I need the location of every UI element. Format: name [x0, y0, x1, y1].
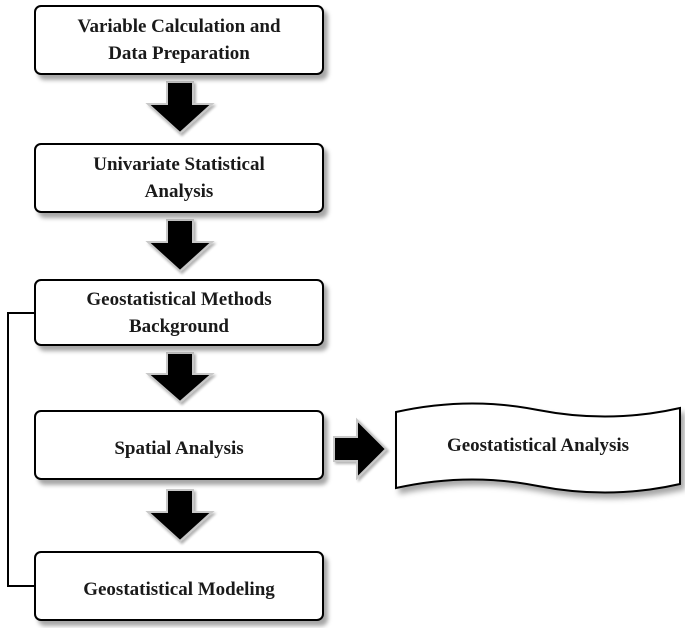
- step-label-line: Spatial Analysis: [114, 437, 244, 459]
- down-arrow-4: [145, 489, 215, 543]
- step-box-univariate-analysis: Univariate Statistical Analysis: [34, 143, 324, 213]
- feedback-connector-line: [7, 312, 34, 587]
- down-arrow-2: [145, 219, 215, 273]
- output-banner-label: Geostatistical Analysis: [446, 435, 630, 456]
- step-box-variable-calculation: Variable Calculation and Data Preparatio…: [34, 5, 324, 75]
- step-box-geostatistical-background: Geostatistical Methods Background: [34, 279, 324, 346]
- step-label-line: Background: [129, 315, 229, 337]
- step-label-line: Geostatistical Methods: [86, 288, 272, 310]
- step-label-line: Geostatistical Modeling: [83, 578, 275, 600]
- step-label-line: Variable Calculation and: [77, 16, 281, 37]
- step-label-line: Univariate Statistical: [93, 154, 265, 175]
- down-arrow-1: [145, 81, 215, 135]
- right-arrow: [333, 417, 388, 481]
- step-label-line: Analysis: [144, 181, 214, 202]
- step-box-spatial-analysis: Spatial Analysis: [34, 410, 324, 480]
- down-arrow-3: [145, 352, 215, 404]
- step-box-geostatistical-modeling: Geostatistical Modeling: [34, 551, 324, 621]
- step-label-line: Data Preparation: [108, 43, 250, 64]
